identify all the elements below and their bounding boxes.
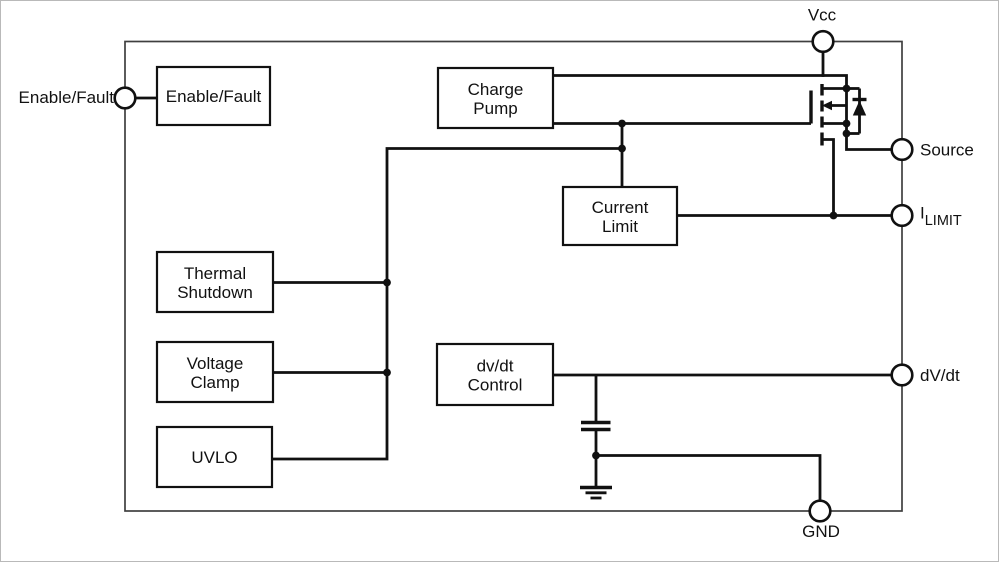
- block-thermal-shutdown-box: [155, 250, 275, 314]
- junction-dot: [842, 119, 851, 128]
- block-dvdt-control: dv/dt Control: [435, 342, 555, 407]
- block-voltage-clamp: Voltage Clamp: [155, 340, 275, 404]
- block-current-limit-box: [561, 185, 679, 247]
- pin-gnd-terminal: [808, 499, 832, 523]
- block-thermal-shutdown-label-line2: Shutdown: [177, 283, 253, 302]
- wire-chargepump-top-drain-source: [553, 74, 892, 151]
- pin-dvdt-terminal: [890, 363, 914, 387]
- pin-ilimit: ILIMIT: [890, 203, 962, 230]
- wire-to-gnd-pin: [596, 454, 822, 501]
- pin-enable-fault-label: Enable/Fault: [19, 88, 115, 107]
- junction-dot: [842, 84, 851, 93]
- block-uvlo-box: [155, 425, 274, 489]
- block-voltage-clamp-box: [155, 340, 275, 404]
- junction-dot: [829, 211, 838, 220]
- junction-dot: [592, 451, 600, 460]
- pin-ilimit-terminal: [890, 203, 914, 228]
- block-dvdt-control-label-line2: Control: [468, 376, 523, 395]
- block-charge-pump-label-line2: Pump: [473, 99, 517, 118]
- block-thermal-shutdown-label-line1: Thermal: [184, 264, 246, 283]
- pin-dvdt: dV/dt: [890, 363, 960, 387]
- mosfet-symbol: [809, 84, 867, 146]
- block-dvdt-control-box: [435, 342, 555, 407]
- pin-gnd: GND: [802, 499, 840, 541]
- pin-dvdt-label: dV/dt: [920, 366, 960, 385]
- block-enable-fault-label: Enable/Fault: [166, 87, 262, 106]
- block-voltage-clamp-label-line1: Voltage: [187, 354, 244, 373]
- block-charge-pump-box: [436, 66, 555, 130]
- pin-ilimit-label: ILIMIT: [920, 204, 962, 230]
- junction-dot: [842, 129, 851, 138]
- pin-vcc-label: Vcc: [808, 6, 837, 25]
- pin-gnd-label: GND: [802, 522, 840, 541]
- pin-vcc-terminal: [811, 29, 835, 54]
- block-current-limit: Current Limit: [561, 185, 679, 247]
- pin-source: Source: [890, 137, 974, 162]
- ground-symbol: [580, 485, 612, 500]
- block-enable-fault-box: [155, 65, 272, 127]
- pin-source-terminal: [890, 137, 914, 162]
- block-thermal-shutdown: Thermal Shutdown: [155, 250, 275, 314]
- junction-dot: [618, 144, 626, 153]
- block-uvlo-label: UVLO: [191, 448, 237, 467]
- pin-vcc: Vcc: [808, 6, 837, 54]
- wire-source-sense: [822, 138, 835, 216]
- block-current-limit-label-line1: Current: [592, 198, 649, 217]
- block-voltage-clamp-label-line2: Clamp: [190, 373, 239, 392]
- pin-enable-fault: Enable/Fault: [19, 86, 137, 110]
- block-enable-fault: Enable/Fault: [155, 65, 272, 127]
- block-uvlo: UVLO: [155, 425, 274, 489]
- figure-frame: [0, 0, 999, 562]
- block-dvdt-control-label-line1: dv/dt: [477, 357, 514, 376]
- pin-source-label: Source: [920, 141, 974, 160]
- pin-ilimit-label-main: I: [920, 204, 925, 223]
- wire-protection-bus: [272, 147, 622, 461]
- pin-enable-fault-terminal: [113, 86, 137, 110]
- junction-dot: [383, 278, 391, 287]
- block-charge-pump: Charge Pump: [436, 66, 555, 130]
- junction-dot: [383, 368, 391, 377]
- ic-boundary: [124, 40, 903, 512]
- block-current-limit-label-line2: Limit: [602, 217, 638, 236]
- body-diode-triangle: [852, 100, 867, 116]
- junction-dot: [618, 119, 626, 128]
- pin-ilimit-label-sub: LIMIT: [925, 213, 962, 229]
- capacitor-symbol: [581, 420, 611, 432]
- body-diode-icon: [846, 87, 867, 135]
- block-charge-pump-label-line1: Charge: [468, 80, 524, 99]
- mosfet-body-arrow-icon: [822, 100, 832, 111]
